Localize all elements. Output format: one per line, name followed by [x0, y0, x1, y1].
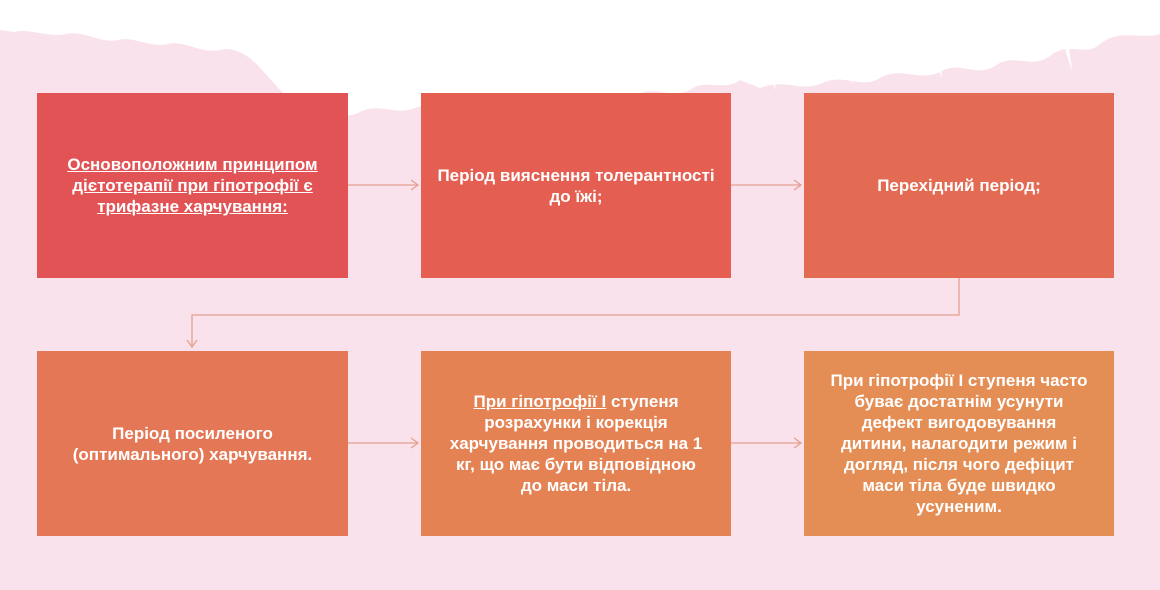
flow-box-enhanced-nutrition: Період посиленого (оптимального) харчува… [37, 351, 348, 536]
calculation-rest-text: ступеня розрахунки і корекція харчування… [449, 392, 703, 495]
flow-box-tolerance-period: Період вияснення толерантності до їжі; [421, 93, 731, 278]
transition-period-text: Перехідний період; [877, 176, 1041, 195]
principle-text: Основоположним принципом дієтотерапії пр… [67, 155, 318, 216]
arrow-box3-to-box4 [191, 278, 960, 347]
flow-box-principle: Основоположним принципом дієтотерапії пр… [37, 93, 348, 278]
calculation-underlined-text: При гіпотрофії I [473, 392, 607, 411]
flow-box-transition-period: Перехідний період; [804, 93, 1114, 278]
calculation-text: При гіпотрофії I ступеня розрахунки і ко… [449, 391, 703, 496]
flow-box-calculation: При гіпотрофії I ступеня розрахунки і ко… [421, 351, 731, 536]
flow-box-correction: При гіпотрофії I ступеня часто буває дос… [804, 351, 1114, 536]
correction-text: При гіпотрофії I ступеня часто буває дос… [830, 371, 1088, 516]
enhanced-nutrition-text: Період посиленого (оптимального) харчува… [72, 423, 313, 464]
tolerance-period-text: Період вияснення толерантності до їжі; [437, 165, 715, 206]
